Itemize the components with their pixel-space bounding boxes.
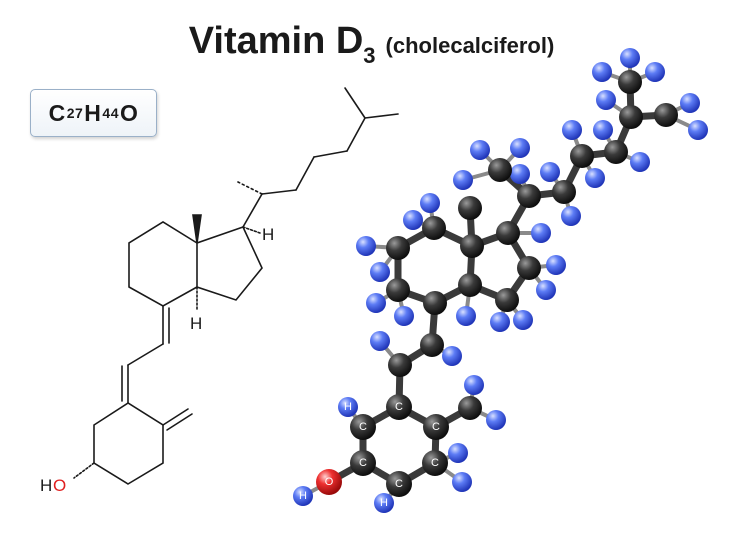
skeletal-h-bottom: H bbox=[190, 314, 202, 333]
ball-label-c1: C bbox=[395, 401, 403, 413]
hydrogen-atom bbox=[374, 493, 394, 513]
hydrogen-atom bbox=[370, 331, 390, 351]
hydrogen-atom bbox=[510, 138, 530, 158]
formula-o: O bbox=[120, 99, 139, 126]
ball-label-c3: C bbox=[432, 421, 440, 433]
carbon-atom bbox=[458, 273, 482, 297]
title-subscript: 3 bbox=[363, 43, 376, 68]
carbon-atom bbox=[604, 140, 628, 164]
carbon-atom bbox=[619, 105, 643, 129]
skeletal-h-top: H bbox=[262, 225, 274, 244]
carbon-atom bbox=[458, 396, 482, 420]
ball-label-c2: C bbox=[359, 421, 367, 433]
hydrogen-atom bbox=[645, 62, 665, 82]
carbon-atom bbox=[422, 216, 446, 240]
hydrogen-atom bbox=[546, 255, 566, 275]
ball-label-h2: H bbox=[380, 497, 388, 509]
hydrogen-atom bbox=[470, 140, 490, 160]
skeletal-ho-h: H bbox=[40, 476, 52, 495]
hydrogen-atom bbox=[448, 443, 468, 463]
ball-label-o: O bbox=[325, 476, 334, 488]
title-subtitle: (cholecalciferol) bbox=[385, 33, 555, 58]
hydrogen-atom bbox=[630, 152, 650, 172]
carbon-atom bbox=[517, 256, 541, 280]
hydrogen-atoms bbox=[293, 48, 708, 513]
oxygen-atom: O bbox=[316, 469, 342, 495]
carbon-atom bbox=[517, 184, 541, 208]
carbon-atom bbox=[495, 288, 519, 312]
carbon-atom bbox=[552, 180, 576, 204]
skeletal-ho-o: O bbox=[53, 476, 66, 495]
carbon-atom bbox=[460, 234, 484, 258]
ball-label-c5: C bbox=[431, 457, 439, 469]
page-title: Vitamin D3 (cholecalciferol) bbox=[0, 20, 743, 69]
carbon-atom bbox=[386, 236, 410, 260]
hydrogen-atom bbox=[420, 193, 440, 213]
skeletal-formula bbox=[73, 87, 399, 485]
hydrogen-atom bbox=[592, 62, 612, 82]
hydrogen-atom bbox=[464, 375, 484, 395]
hydrogen-atom bbox=[688, 120, 708, 140]
hydrogen-atom bbox=[403, 210, 423, 230]
hydrogen-atom bbox=[585, 168, 605, 188]
title-main: Vitamin D bbox=[188, 20, 364, 62]
carbon-atom bbox=[488, 158, 512, 182]
hydrogen-atom bbox=[536, 280, 556, 300]
hydrogen-atom bbox=[452, 472, 472, 492]
labeled-carbon-atoms: C C C C C C bbox=[350, 394, 449, 497]
carbon-atom bbox=[618, 70, 642, 94]
formula-h-count: 44 bbox=[102, 105, 119, 121]
hydrogen-atom bbox=[370, 262, 390, 282]
hydrogen-atom bbox=[338, 397, 358, 417]
hydrogen-atom bbox=[490, 312, 510, 332]
ball-label-c6: C bbox=[395, 478, 403, 490]
carbon-atom bbox=[458, 196, 482, 220]
formula-c-count: 27 bbox=[66, 105, 84, 121]
labeled-hydrogen-atoms: H H H bbox=[299, 401, 388, 509]
ball-label-h3: H bbox=[299, 490, 307, 502]
ball-label-h1: H bbox=[344, 401, 352, 413]
hydrogen-atom bbox=[620, 48, 640, 68]
hydrogen-atom bbox=[531, 223, 551, 243]
hydrogen-atom bbox=[596, 90, 616, 110]
hydrogen-atom bbox=[513, 310, 533, 330]
carbon-atom bbox=[388, 353, 412, 377]
hydrogen-atom bbox=[453, 170, 473, 190]
hydrogen-atom bbox=[540, 162, 560, 182]
formula-h: H bbox=[84, 99, 102, 126]
carbon-atom bbox=[386, 278, 410, 302]
carbon-atoms bbox=[386, 70, 678, 420]
formula-c: C bbox=[48, 99, 66, 126]
hydrogen-atom bbox=[486, 410, 506, 430]
hydrogen-atom bbox=[561, 206, 581, 226]
hydrogen-atom bbox=[366, 293, 386, 313]
hydrogen-atom bbox=[680, 93, 700, 113]
carbon-atom bbox=[423, 291, 447, 315]
hydrogen-atom bbox=[510, 164, 530, 184]
carbon-atom bbox=[496, 221, 520, 245]
hydrogen-atom bbox=[456, 306, 476, 326]
hydrogen-atom bbox=[356, 236, 376, 256]
carbon-atom bbox=[420, 333, 444, 357]
carbon-atom bbox=[570, 144, 594, 168]
hydrogen-atom bbox=[293, 486, 313, 506]
hydrogen-atom bbox=[593, 120, 613, 140]
hydrogen-atom bbox=[442, 346, 462, 366]
hydrogen-atom bbox=[562, 120, 582, 140]
carbon-atom bbox=[654, 103, 678, 127]
ball-label-c4: C bbox=[359, 457, 367, 469]
hydrogen-atom bbox=[394, 306, 414, 326]
